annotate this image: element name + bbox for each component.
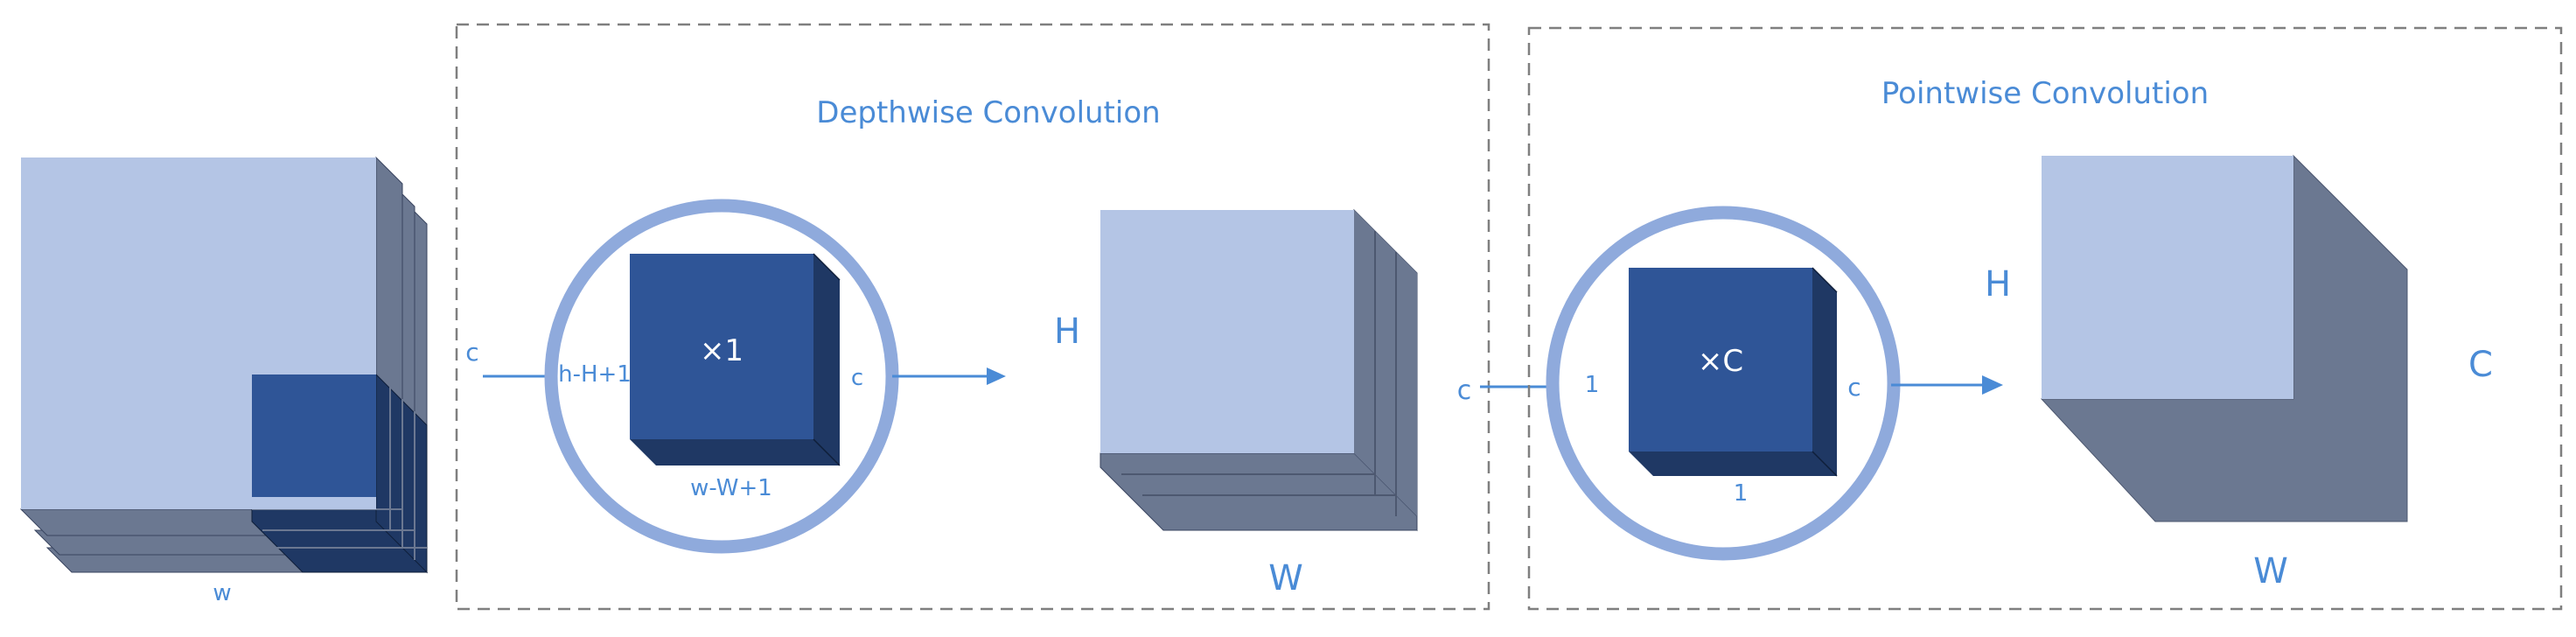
pointwise-kernel-multiplier: ×C xyxy=(1698,344,1743,379)
input-width-label: w xyxy=(213,580,231,606)
depthwise-title: Depthwise Convolution xyxy=(816,95,1160,130)
input-kernel-patch xyxy=(252,374,376,497)
arrow-pointwise-head xyxy=(1982,375,2003,395)
pointwise-kernel-width-label: 1 xyxy=(1734,480,1749,507)
input-channel-label: c xyxy=(465,338,478,367)
depthwise-kernel-width-label: w-W+1 xyxy=(690,475,772,501)
depthwise-kernel-cube xyxy=(630,253,841,466)
pointwise-output-channel-label: C xyxy=(2468,345,2493,385)
pointwise-output-height-label: H xyxy=(1985,264,2011,304)
depthwise-kernel-height-label: h-H+1 xyxy=(558,361,632,388)
pointwise-kernel-height-label: 1 xyxy=(1585,372,1600,398)
input-tensor: w xyxy=(19,156,429,606)
depthwise-output-height-label: H xyxy=(1054,312,1080,352)
depthwise-output-channel-label: c xyxy=(1457,375,1472,406)
depthwise-kernel-channel-label: c xyxy=(851,365,863,391)
pointwise-kernel-cube xyxy=(1629,267,1838,477)
depthwise-dashed-border xyxy=(455,23,1490,611)
depthwise-output-tensor xyxy=(1100,208,1418,532)
depthwise-kernel-multiplier: ×1 xyxy=(700,333,743,368)
input-patch-stack xyxy=(251,373,428,574)
pointwise-title: Pointwise Convolution xyxy=(1881,76,2209,111)
pointwise-panel: Pointwise Convolution ×C 1 1 c H C W xyxy=(1527,26,2563,611)
pointwise-output-width-label: W xyxy=(2253,551,2288,592)
pointwise-kernel-channel-label: c xyxy=(1847,373,1860,402)
pointwise-output-tensor xyxy=(2040,154,2408,522)
arrow-depthwise-head xyxy=(987,368,1006,385)
depthwise-output-width-label: W xyxy=(1268,558,1303,598)
depthwise-panel: Depthwise Convolution ×1 h-H+1 w-W+1 c H xyxy=(455,23,1490,611)
